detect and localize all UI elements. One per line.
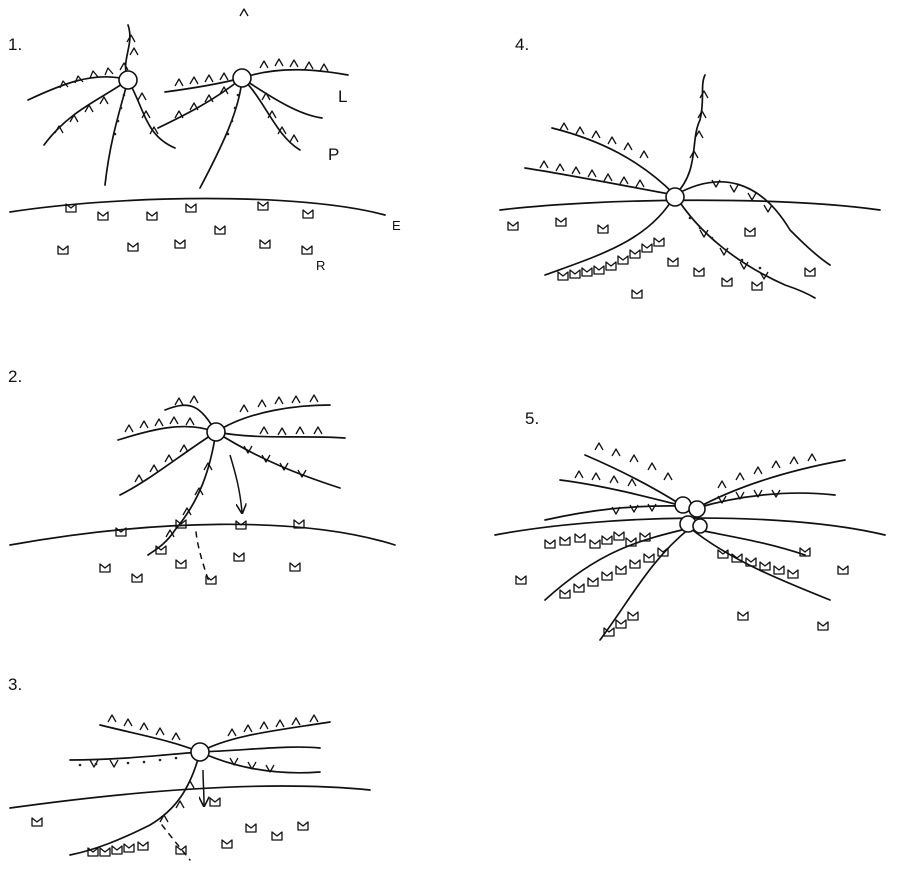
ridge — [44, 80, 128, 145]
panel-4: 4. — [500, 35, 880, 298]
ridge — [70, 752, 200, 760]
triple-junction — [666, 188, 684, 206]
panel-3-label: 3. — [8, 675, 22, 694]
ridge — [675, 182, 830, 265]
ridge — [242, 70, 348, 78]
ridge — [525, 168, 675, 195]
spreading-dots — [689, 217, 762, 270]
triple-junction — [191, 743, 209, 761]
ridge — [200, 752, 320, 773]
marker-symbols — [58, 202, 313, 254]
ridge — [200, 747, 320, 752]
panel-5: 5. — [495, 409, 885, 640]
ridge — [28, 77, 128, 100]
ridge — [216, 432, 340, 488]
ridge — [158, 78, 242, 128]
panel-3: 3. — [8, 675, 370, 860]
triple-junction-cluster — [675, 497, 707, 533]
panel-1: 1. L P E R — [8, 9, 401, 273]
ridge — [216, 432, 345, 438]
label-l: L — [338, 87, 347, 106]
motion-arrow — [203, 770, 204, 805]
ridge — [148, 432, 216, 555]
marker-symbols — [508, 218, 815, 298]
ridge — [545, 195, 675, 275]
marker-symbols — [32, 798, 308, 856]
ridge — [216, 405, 330, 432]
panel-2-label: 2. — [8, 367, 22, 386]
ridge — [118, 427, 216, 440]
ridge — [100, 725, 200, 752]
ridge — [675, 195, 815, 298]
label-p: P — [328, 145, 339, 164]
former-ridge-trace — [162, 825, 190, 860]
subduction-teeth — [125, 395, 322, 537]
ridge — [585, 455, 683, 506]
triple-junction — [207, 423, 225, 441]
panel-4-label: 4. — [515, 35, 529, 54]
ridge — [242, 78, 322, 118]
ridge — [200, 78, 242, 188]
ridge — [128, 80, 175, 148]
panel-2: 2. — [8, 367, 395, 585]
ridge — [552, 128, 675, 195]
panel-5-label: 5. — [525, 409, 539, 428]
label-e: E — [392, 218, 401, 233]
ridge — [600, 528, 690, 640]
equator-line — [500, 200, 880, 210]
ridge — [560, 480, 683, 506]
ridge — [675, 75, 705, 195]
panel-1-label: 1. — [8, 35, 22, 54]
triple-junction — [119, 71, 137, 89]
triple-junction — [233, 69, 251, 87]
equator-line — [10, 786, 370, 808]
ridge — [165, 78, 242, 92]
label-r: R — [316, 258, 325, 273]
ridge — [697, 460, 845, 508]
subduction-teeth — [55, 9, 328, 142]
marker-symbols — [516, 532, 848, 636]
equator-line — [10, 524, 395, 545]
ridge — [70, 752, 200, 855]
subduction-teeth — [540, 91, 772, 279]
ridge — [697, 493, 835, 508]
motion-arrow — [230, 455, 242, 512]
